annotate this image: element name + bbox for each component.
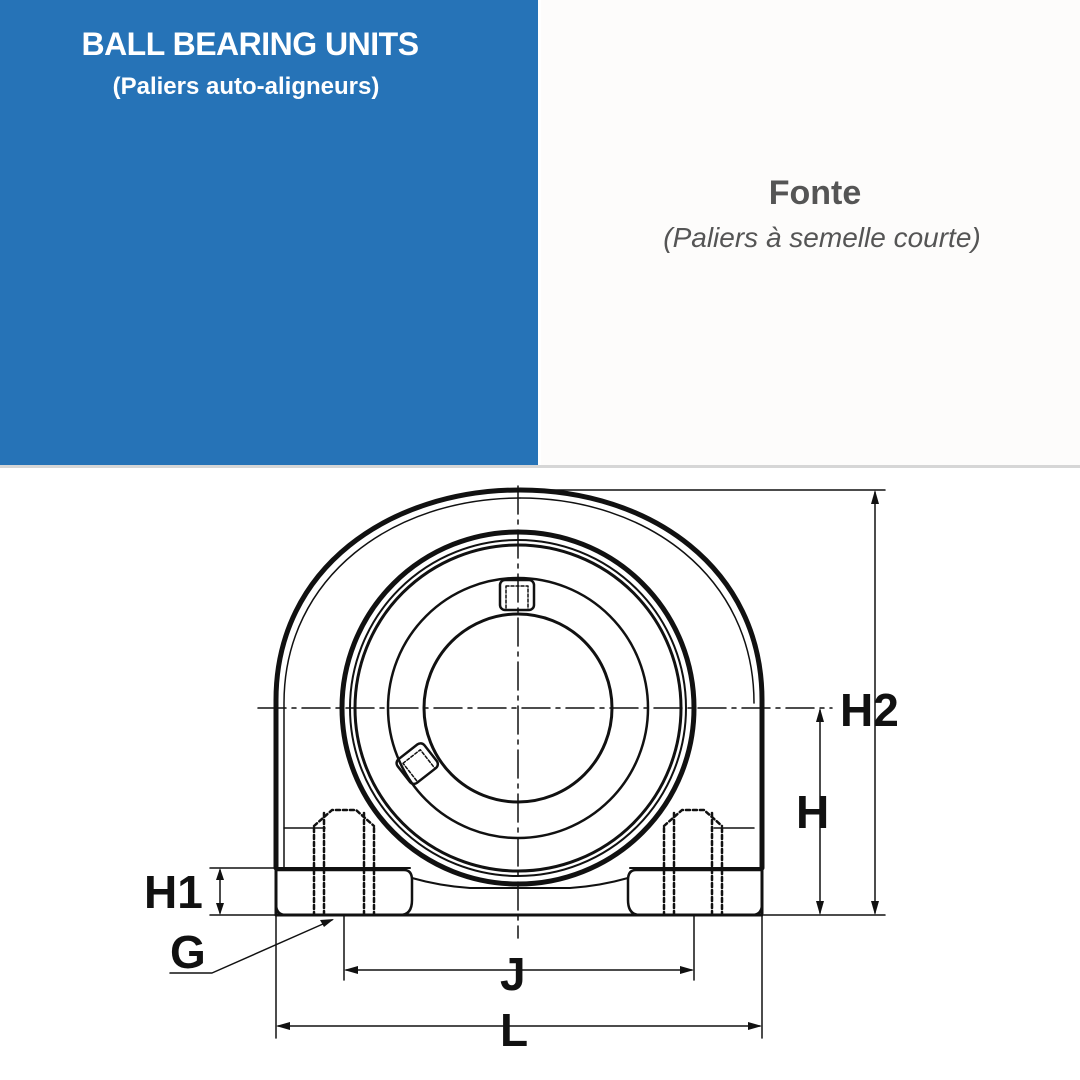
left-bolt-hole — [312, 808, 376, 917]
label-h1: H1 — [144, 866, 203, 918]
set-screw-side — [395, 742, 440, 786]
dimension-lines — [169, 491, 876, 1027]
material-panel — [541, 0, 1080, 465]
label-h2: H2 — [840, 684, 899, 736]
label-g: G — [170, 926, 206, 978]
panel-divider — [0, 465, 1080, 468]
label-l: L — [500, 1004, 528, 1056]
label-j: J — [500, 948, 526, 1000]
header-panel: BALL BEARING UNITS (Paliers auto-aligneu… — [0, 0, 538, 465]
set-screw-top — [498, 578, 536, 612]
material-title: Fonte — [768, 174, 862, 212]
bearing-unit-drawing: H2 H H1 G J L — [144, 485, 899, 1056]
dimension-arrows — [216, 490, 879, 1030]
right-foot — [626, 868, 764, 917]
left-foot — [274, 868, 414, 917]
right-bolt-hole — [662, 808, 724, 917]
page-title: BALL BEARING UNITS — [81, 26, 419, 62]
material-subtitle: (Paliers à semelle courte) — [663, 222, 981, 253]
page-subtitle: (Paliers auto-aligneurs) — [112, 73, 380, 100]
label-h: H — [796, 786, 829, 838]
